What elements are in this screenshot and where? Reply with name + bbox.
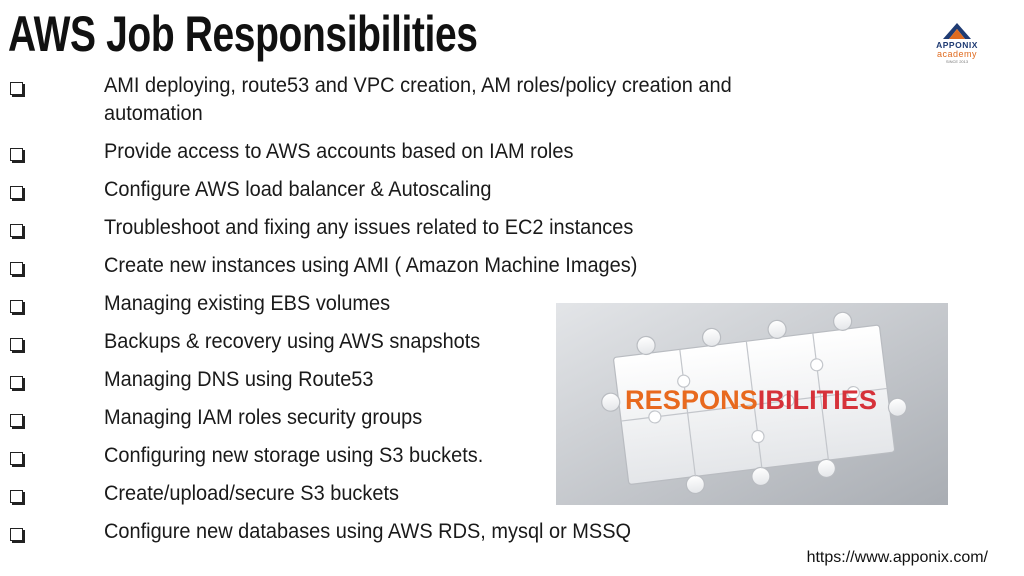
list-item-text: Configure new databases using AWS RDS, m…: [104, 520, 632, 543]
list-item: Managing existing EBS volumes: [0, 290, 740, 318]
checkbox-bullet-icon: [10, 82, 23, 95]
list-item: Managing DNS using Route53: [0, 366, 740, 394]
list-item: Provide access to AWS accounts based on …: [0, 138, 740, 166]
list-item-text: Backups & recovery using AWS snapshots: [104, 330, 481, 353]
list-item-text: Create new instances using AMI ( Amazon …: [104, 254, 638, 277]
list-item-text: Managing IAM roles security groups: [104, 406, 423, 429]
checkbox-bullet-icon: [10, 338, 23, 351]
list-item-text: Troubleshoot and fixing any issues relat…: [104, 216, 634, 239]
list-item: AMI deploying, route53 and VPC creation,…: [0, 72, 740, 128]
checkbox-bullet-icon: [10, 376, 23, 389]
list-item: Configuring new storage using S3 buckets…: [0, 442, 740, 470]
puzzle-word: RESPONSIBILITIES: [625, 385, 877, 415]
puzzle-image: RESPONSIBILITIES: [556, 303, 948, 505]
responsibility-list: AMI deploying, route53 and VPC creation,…: [0, 72, 740, 556]
logo-subtitle: academy: [936, 49, 978, 59]
logo-mark-icon: [943, 23, 971, 39]
checkbox-bullet-icon: [10, 148, 23, 161]
checkbox-bullet-icon: [10, 262, 23, 275]
list-item: Backups & recovery using AWS snapshots: [0, 328, 740, 356]
checkbox-bullet-icon: [10, 528, 23, 541]
checkbox-bullet-icon: [10, 224, 23, 237]
checkbox-bullet-icon: [10, 490, 23, 503]
slide-title: AWS Job Responsibilities: [8, 6, 478, 62]
checkbox-bullet-icon: [10, 414, 23, 427]
list-item-text: Provide access to AWS accounts based on …: [104, 140, 574, 163]
checkbox-bullet-icon: [10, 186, 23, 199]
list-item-text: Managing DNS using Route53: [104, 368, 374, 391]
list-item-text: Managing existing EBS volumes: [104, 292, 391, 315]
list-item-text: Configuring new storage using S3 buckets…: [104, 444, 484, 467]
list-item: Configure new databases using AWS RDS, m…: [0, 518, 740, 546]
apponix-logo: APPONIX academy SINCE 2013: [912, 22, 1002, 72]
checkbox-bullet-icon: [10, 452, 23, 465]
list-item: Create new instances using AMI ( Amazon …: [0, 252, 740, 280]
list-item-text: Configure AWS load balancer & Autoscalin…: [104, 178, 492, 201]
list-item: Managing IAM roles security groups: [0, 404, 740, 432]
list-item: Troubleshoot and fixing any issues relat…: [0, 214, 740, 242]
list-item-text: AMI deploying, route53 and VPC creation,…: [104, 74, 732, 125]
logo-since: SINCE 2013: [945, 59, 969, 64]
list-item-text: Create/upload/secure S3 buckets: [104, 482, 400, 505]
list-item: Create/upload/secure S3 buckets: [0, 480, 740, 508]
list-item: Configure AWS load balancer & Autoscalin…: [0, 176, 740, 204]
checkbox-bullet-icon: [10, 300, 23, 313]
footer-url: https://www.apponix.com/: [806, 549, 988, 566]
logo-name: APPONIX: [936, 40, 978, 50]
